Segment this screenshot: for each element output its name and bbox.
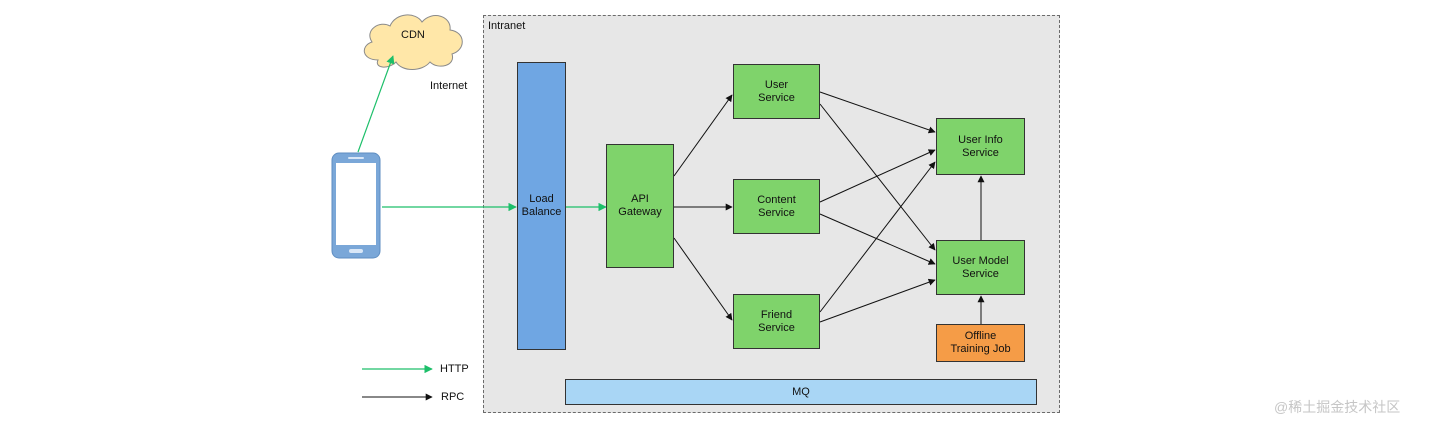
cdn-label: CDN xyxy=(401,29,425,41)
friend-service-box: Friend Service xyxy=(733,294,820,349)
load-balance-box: Load Balance xyxy=(517,62,566,350)
user-service-box: User Service xyxy=(733,64,820,119)
rpc-content-to-userinfo-arrow xyxy=(819,149,936,203)
user-model-service-box: User Model Service xyxy=(936,240,1025,295)
legend-http-label: HTTP xyxy=(440,363,469,375)
intranet-label: Intranet xyxy=(488,20,526,32)
rpc-user-to-userinfo-arrow xyxy=(819,91,936,134)
watermark: @稀土掘金技术社区 xyxy=(1274,399,1401,415)
api-gateway-box: API Gateway xyxy=(606,144,674,268)
rpc-user-to-usermodel-arrow xyxy=(819,103,936,251)
rpc-friend-to-userinfo-arrow xyxy=(819,161,936,313)
rpc-gateway-to-friend-arrow xyxy=(673,237,733,321)
offline-training-job-box: Offline Training Job xyxy=(936,324,1025,362)
internet-label: Internet xyxy=(430,80,468,92)
mobile-phone-icon xyxy=(331,152,381,259)
legend-rpc-label: RPC xyxy=(441,391,465,403)
rpc-friend-to-usermodel-arrow xyxy=(819,278,936,323)
rpc-gateway-to-user-arrow xyxy=(673,94,733,177)
cdn-cloud-icon xyxy=(363,14,463,70)
rpc-content-to-usermodel-arrow xyxy=(819,213,936,265)
content-service-box: Content Service xyxy=(733,179,820,234)
mq-bar: MQ xyxy=(565,379,1037,405)
user-info-service-box: User Info Service xyxy=(936,118,1025,175)
http-phone-to-cdn-arrow xyxy=(357,55,395,153)
